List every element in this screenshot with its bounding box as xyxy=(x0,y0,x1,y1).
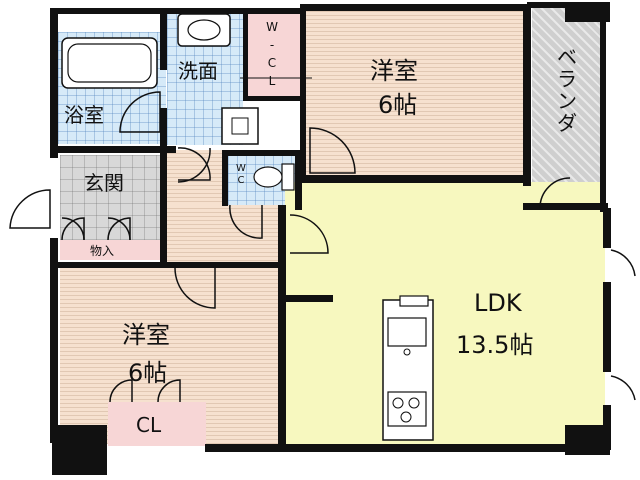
wall-toilet-right xyxy=(295,150,302,210)
wall-toilet-left xyxy=(222,150,228,206)
storage-label: 物入 xyxy=(90,244,115,258)
washer-pan-icon xyxy=(221,107,259,145)
storage-area xyxy=(60,240,160,260)
entrance-door xyxy=(9,189,51,229)
veranda-door xyxy=(539,177,571,209)
wall-room-top-bottom xyxy=(300,175,528,183)
ldk-name: LDK xyxy=(474,289,522,317)
walk-in-closet-area xyxy=(246,10,300,100)
wall-top-left xyxy=(50,8,302,14)
ldk-door xyxy=(289,214,329,254)
wall-storage-bottom xyxy=(58,262,168,268)
wall-wcl-bottom xyxy=(243,96,303,101)
wall-room-bottom-right xyxy=(278,205,286,445)
wall-bottom-right-block xyxy=(565,425,610,455)
wall-toilet-top xyxy=(222,150,302,156)
wall-veranda-side xyxy=(523,8,531,186)
veranda-area xyxy=(532,8,600,208)
closet-label: CL xyxy=(136,413,162,437)
window-right-2 xyxy=(610,375,636,401)
wall-right-2 xyxy=(603,282,611,372)
western-room-top-size: 6帖 xyxy=(378,91,418,119)
room-top-door xyxy=(309,127,356,174)
storage-door-2 xyxy=(61,217,85,241)
bathtub-icon xyxy=(61,37,158,89)
toilet-icon xyxy=(253,163,295,191)
closet-door-1 xyxy=(109,379,133,403)
toilet-label: WC xyxy=(236,163,246,186)
toilet-door xyxy=(229,204,263,239)
wall-veranda-bottom xyxy=(523,203,608,210)
wall-right-1 xyxy=(603,208,611,248)
storage-door-4 xyxy=(107,217,131,241)
room-bottom-door xyxy=(174,267,216,309)
bathroom-label: 浴室 xyxy=(64,103,104,127)
wall-left-upper xyxy=(50,8,58,158)
entrance-area xyxy=(60,155,160,240)
veranda-outer-rail xyxy=(600,2,606,212)
western-room-top-name: 洋室 xyxy=(370,57,418,85)
wall-wcl-left xyxy=(243,10,248,100)
veranda-corner xyxy=(565,2,610,22)
western-room-bottom-size: 6帖 xyxy=(128,359,168,387)
wall-bath-bottom xyxy=(58,146,176,153)
wall-room-bottom-top xyxy=(166,262,286,268)
wall-bottom xyxy=(205,444,605,452)
wall-bottom-left-block xyxy=(52,425,107,475)
wall-bath-wash-lower xyxy=(160,108,167,148)
wall-right-3 xyxy=(603,405,611,450)
wall-top-mid xyxy=(300,4,530,11)
washroom-label: 洗面 xyxy=(178,59,218,83)
western-room-bottom-name: 洋室 xyxy=(122,321,170,349)
western-room-top-area xyxy=(305,10,523,180)
wall-entrance-right xyxy=(160,153,167,265)
veranda-label: ベランダ xyxy=(557,45,577,135)
ldk-area xyxy=(285,182,605,444)
storage-door-1 xyxy=(61,217,85,241)
wall-ldk-stub xyxy=(278,295,333,302)
window-right-1 xyxy=(610,249,636,277)
bath-door xyxy=(119,91,161,133)
wall-room-top-left xyxy=(300,8,306,180)
entrance-label: 玄関 xyxy=(84,171,124,195)
washbasin-icon xyxy=(177,13,231,47)
walk-in-closet-label: W-CL xyxy=(266,20,278,88)
storage-door-3 xyxy=(107,217,131,241)
closet-door-2 xyxy=(157,379,181,403)
hallway-lower-area xyxy=(166,205,278,265)
ldk-size: 13.5帖 xyxy=(456,331,534,359)
kitchen-counter-icon xyxy=(382,295,434,441)
wall-left-lower xyxy=(50,238,58,443)
wash-door-right xyxy=(177,147,211,183)
wash-door-left xyxy=(177,147,211,181)
closet-area xyxy=(108,402,206,446)
wall-bath-wash xyxy=(160,10,167,70)
